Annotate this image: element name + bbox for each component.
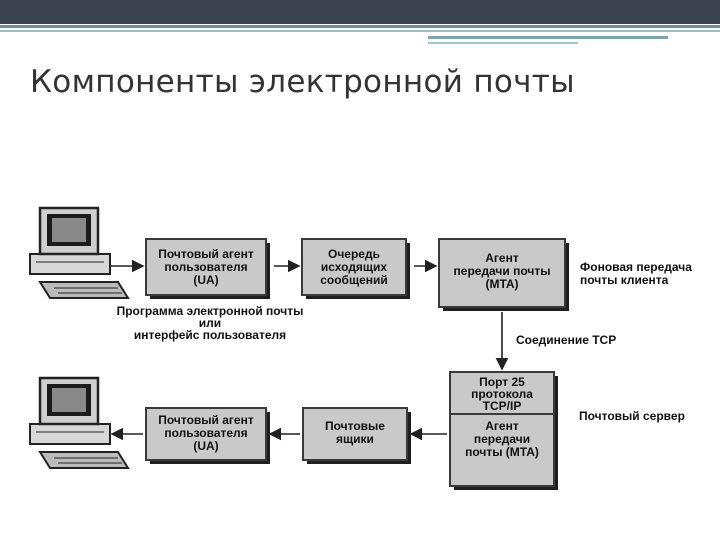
- queue-line2: исходящих: [321, 260, 388, 274]
- slide-title: Компоненты электронной почты: [30, 64, 575, 100]
- ua-bottom-box: Почтовый агент пользователя (UA): [145, 407, 270, 464]
- port-line3: TCP/IP: [483, 399, 522, 413]
- ua-top-line2: пользователя: [164, 260, 247, 274]
- header-accent-line-thin: [0, 30, 720, 32]
- mail-server-box: Порт 25 протокола TCP/IP Агент передачи …: [449, 371, 558, 490]
- program-label-line3: интерфейс пользователя: [134, 328, 286, 342]
- port-line2: протокола: [471, 387, 533, 401]
- background-label-line2: почты клиента: [580, 273, 669, 287]
- ua-top-line3: (UA): [193, 273, 218, 287]
- mta-top-line3: (MTA): [485, 277, 518, 291]
- ua-top-line1: Почтовый агент: [158, 247, 254, 261]
- program-label-line1: Программа электронной почты: [117, 304, 304, 318]
- queue-line3: сообщений: [320, 273, 388, 287]
- computer-bottom-icon: [29, 376, 130, 469]
- mail-server-label: Почтовый сервер: [579, 409, 685, 423]
- mta-bottom-line2: передачи: [474, 432, 530, 446]
- mailboxes-line2: ящики: [336, 432, 374, 446]
- mta-top-box: Агент передачи почты (MTA): [438, 238, 569, 311]
- ua-bottom-line3: (UA): [193, 439, 218, 453]
- port-line1: Порт 25: [479, 375, 525, 389]
- mta-top-line1: Агент: [485, 251, 519, 265]
- queue-line1: Очередь: [328, 247, 380, 261]
- program-label-line2: или: [199, 316, 221, 330]
- tcp-connection-label: Соединение TCP: [516, 333, 616, 347]
- mailboxes-line1: Почтовые: [325, 419, 385, 433]
- mailboxes-box: Почтовые ящики: [302, 407, 411, 464]
- header-accent-line: [0, 25, 720, 28]
- header-decoration-small: [428, 42, 578, 44]
- computer-top-icon: [29, 206, 130, 299]
- ua-top-box: Почтовый агент пользователя (UA): [145, 238, 270, 299]
- mta-bottom-line3: почты (MTA): [465, 445, 539, 459]
- header-decoration: [428, 36, 668, 39]
- outgoing-queue-box: Очередь исходящих сообщений: [301, 238, 410, 299]
- ua-bottom-line1: Почтовый агент: [158, 413, 254, 427]
- slide-header-bar: [0, 0, 720, 24]
- ua-bottom-line2: пользователя: [164, 426, 247, 440]
- mta-top-line2: передачи почты: [454, 264, 551, 278]
- mta-bottom-line1: Агент: [485, 419, 519, 433]
- background-label-line1: Фоновая передача: [580, 260, 692, 274]
